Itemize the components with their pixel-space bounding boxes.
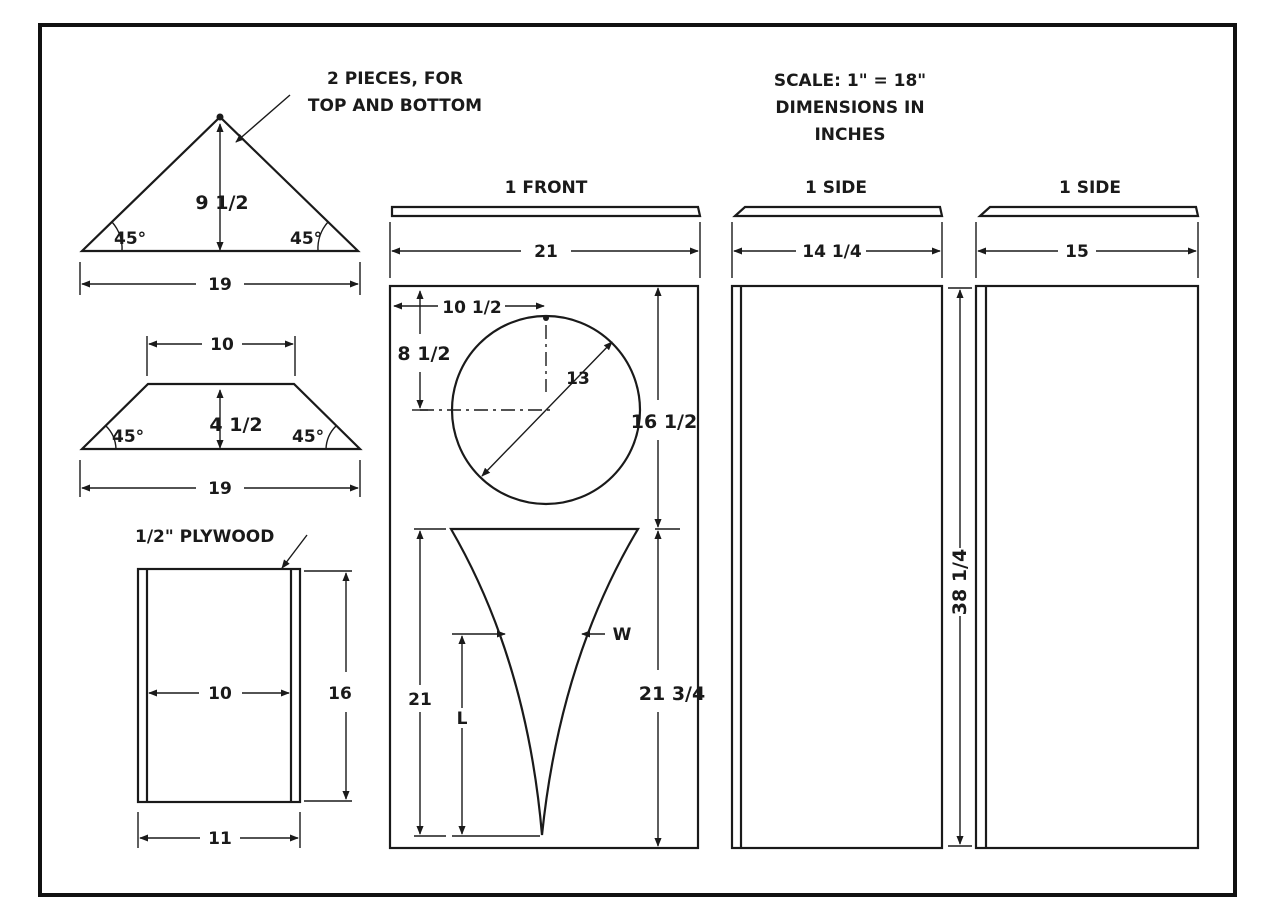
side-panel-1: 1 SIDE 14 1/4 [730, 178, 944, 850]
side-panel-1-width-label: 14 1/4 [802, 242, 862, 262]
top-bottom-note-line2: TOP AND BOTTOM [308, 96, 482, 116]
trapezoid-top-label: 10 [210, 335, 234, 355]
drawing-frame [38, 23, 1237, 897]
plywood-note: 1/2" PLYWOOD [135, 527, 274, 547]
trapezoid-angle-right: 45° [292, 427, 324, 447]
triangle-angle-left: 45° [114, 229, 146, 249]
small-box-inner-width: 10 [208, 684, 232, 704]
side-panel-2-title: 1 SIDE [1059, 178, 1121, 198]
triangle-piece: 9 1/2 45° 45° 19 [79, 94, 361, 295]
side-panel-2: 1 SIDE 15 [974, 178, 1200, 850]
top-bottom-note-line1: 2 PIECES, FOR [327, 69, 463, 89]
lower-height-label: 21 3/4 [639, 683, 705, 705]
circle-diameter-label: 13 [566, 369, 590, 389]
front-width-label: 21 [534, 242, 558, 262]
horn-width-label: W [613, 625, 632, 645]
small-box-height: 16 [328, 684, 352, 704]
front-panel-title: 1 FRONT [505, 178, 588, 198]
circle-offset-y-label: 8 1/2 [397, 343, 450, 365]
circle-offset-x-label: 10 1/2 [442, 298, 501, 318]
side-panel-1-title: 1 SIDE [805, 178, 867, 198]
front-panel: 1 FRONT 21 13 10 1/2 8 1/2 W [388, 178, 705, 850]
small-box-width: 11 [208, 829, 232, 849]
horn-height-label: 21 [408, 690, 432, 710]
scale-note-line3: INCHES [814, 125, 885, 145]
side-panel-2-width-label: 15 [1065, 242, 1089, 262]
overall-height-label: 38 1/4 [949, 549, 971, 615]
trapezoid-base-label: 19 [208, 479, 232, 499]
trapezoid-height-label: 4 1/2 [209, 414, 262, 436]
trapezoid-piece: 10 4 1/2 45° 45° 19 [79, 335, 363, 499]
triangle-height-label: 9 1/2 [195, 192, 248, 214]
upper-height-label: 16 1/2 [631, 411, 697, 433]
triangle-angle-right: 45° [290, 229, 322, 249]
scale-note-line1: SCALE: 1" = 18" [774, 71, 926, 91]
trapezoid-angle-left: 45° [112, 427, 144, 447]
horn-length-label: L [457, 709, 468, 729]
overall-height-dimension: 38 1/4 [948, 287, 972, 847]
small-box: 1/2" PLYWOOD 10 16 11 [135, 527, 352, 849]
scale-note-line2: DIMENSIONS IN [775, 98, 924, 118]
triangle-base-label: 19 [208, 275, 232, 295]
